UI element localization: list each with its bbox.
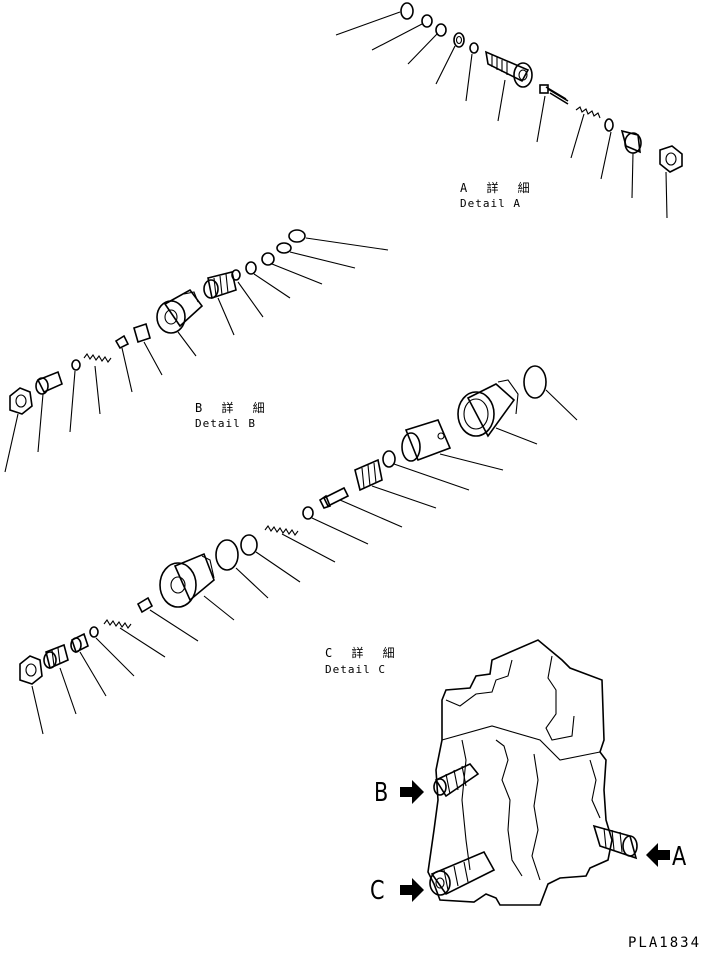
detail-b-part-8 [133,322,151,344]
detail-b-part-12 [35,370,63,395]
detail-c-part-16 [43,643,69,670]
detail-a-part-3 [435,23,447,37]
detail-c-part-9 [240,534,258,556]
detail-c-part-5 [354,458,383,492]
detail-c-part-1 [523,365,547,399]
detail-c-part-7 [302,506,314,520]
detail-b-part-2 [276,242,292,254]
detail-b-caption-jp: B 詳 細 [195,401,271,415]
detail-c-part-3 [401,419,452,462]
detail-a-part-5 [469,42,479,54]
detail-a-group [335,2,683,219]
detail-a-part-7 [539,84,569,105]
detail-c-caption-jp: C 詳 細 [325,646,401,660]
detail-a-part-2 [421,14,433,28]
detail-c-part-4 [382,450,396,468]
detail-c-part-10 [215,539,239,571]
arrow-c-icon [400,878,424,902]
detail-a-part-6 [484,50,533,88]
detail-c-part-12 [136,596,154,614]
detail-b-part-11 [71,359,81,371]
detail-a-caption-en: Detail A [460,197,521,210]
detail-b-part-3 [261,252,275,266]
detail-b-part-1 [288,229,306,243]
detail-c-part-13 [103,619,132,629]
detail-c-part-6 [318,486,350,509]
detail-c-part-11 [159,552,215,608]
detail-a-part-11 [659,145,683,173]
detail-a-part-10 [620,129,642,154]
detail-c-part-2 [457,379,519,438]
valve-body-plug-b [433,763,480,798]
detail-c-part-14 [89,626,99,638]
detail-c-group [19,365,578,735]
detail-b-part-6 [203,271,237,300]
valve-body-plug-a [592,824,638,860]
drawing-reference-number: PLA1834 [628,935,702,951]
detail-b-part-9 [114,334,130,350]
callout-letter-b: B [374,778,389,808]
detail-a-part-9 [604,118,614,132]
detail-a-part-4 [453,32,465,48]
valve-body-assembly [400,639,670,906]
callout-letter-c: C [370,876,385,906]
detail-b-part-4 [245,261,257,275]
detail-b-part-7 [156,288,204,334]
detail-c-part-8 [264,525,299,536]
arrow-b-icon [400,780,424,804]
callout-letter-a: A [672,842,687,872]
detail-c-part-17 [19,655,43,685]
detail-c-part-15 [70,632,89,654]
detail-c-caption-en: Detail C [325,663,386,676]
detail-a-part-8 [575,106,601,119]
detail-b-caption-en: Detail B [195,417,256,430]
valve-body-outline [427,639,613,906]
arrow-a-icon [646,843,670,867]
detail-b-group [4,229,389,473]
detail-a-part-1 [400,2,414,20]
valve-body-plug-c [429,850,496,896]
detail-a-caption-jp: A 詳 細 [460,181,536,195]
detail-b-part-10 [83,353,112,363]
detail-b-part-13 [9,387,33,415]
